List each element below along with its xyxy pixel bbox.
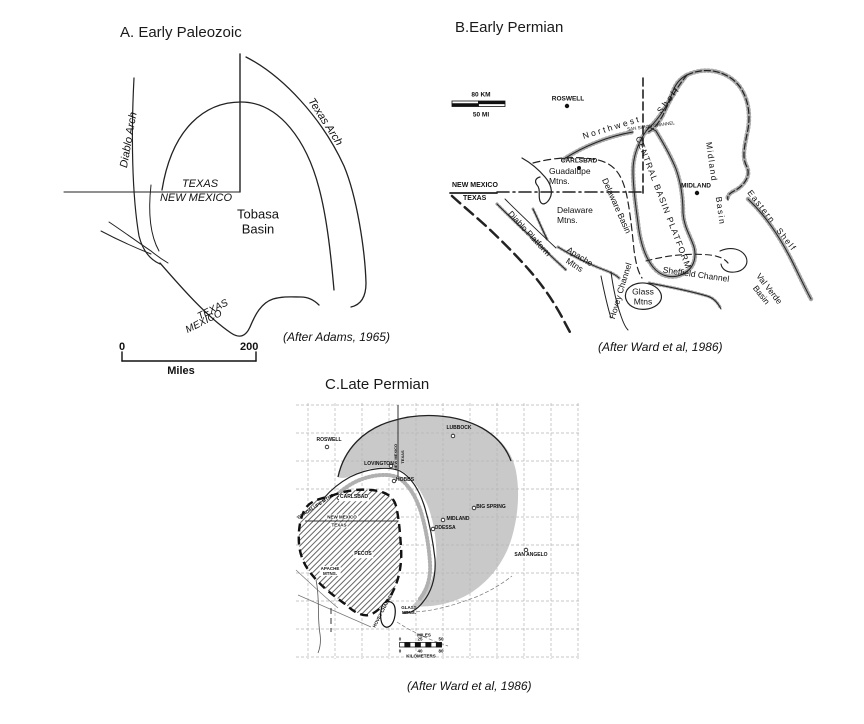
city-hobbs-c: HOBBS: [395, 477, 415, 484]
panel-b-title: B.Early Permian: [455, 19, 564, 36]
label-new-mexico-v-c: NEW MEXICO: [392, 443, 398, 471]
panel-b-scalebar: [451, 100, 506, 107]
label-apache-mtns-c: APACHE MTNS.: [319, 565, 341, 577]
city-big-spring-c: BIG SPRING: [476, 504, 506, 511]
panel-a-title: A. Early Paleozoic: [120, 24, 242, 41]
label-new-mexico-b: NEW MEXICO: [452, 182, 498, 189]
panel-c-scalebar: [399, 642, 442, 648]
scale-a-right: 200: [240, 341, 259, 353]
carlsbad-dot-b: [577, 166, 581, 170]
label-state-new-mexico-a: NEW MEXICO: [159, 191, 233, 204]
scale-b-mi: 50 MI: [472, 111, 490, 119]
scale-c-miles-0: 0: [398, 636, 402, 642]
scale-c-km-label: KILOMETERS: [406, 653, 436, 659]
scale-a-left: 0: [119, 341, 126, 353]
late-permian-basin-fill: [338, 415, 519, 607]
scale-c-km-0: 0: [398, 648, 402, 654]
label-glass-mtns-b: Glass Mtns: [632, 286, 654, 306]
city-midland-c: MIDLAND: [446, 516, 470, 523]
city-odessa-c: ODESSA: [434, 525, 456, 532]
roswell-dot-b: [564, 103, 570, 109]
city-roswell-b: ROSWELL: [551, 95, 585, 103]
panel-c-linework: [295, 403, 581, 659]
label-delaware-mtns: Delaware Mtns.: [557, 205, 593, 225]
scale-c-miles-25: 25: [417, 636, 423, 642]
scale-a-unit: Miles: [167, 364, 195, 377]
label-tobasa-basin: Tobasa Basin: [237, 206, 279, 236]
panel-c-citation: (After Ward et al, 1986): [407, 679, 532, 693]
city-pecos-c: PECOS: [353, 551, 373, 558]
city-carlsbad-b: CARLSBAD: [560, 157, 598, 165]
label-texas-h-c: TEXAS: [330, 522, 348, 528]
city-midland-b: MIDLAND: [681, 182, 711, 190]
panel-a-linework: [63, 53, 367, 362]
city-lubbock-c: LUBBOCK: [446, 425, 472, 432]
scale-c-km-40: 40: [417, 648, 423, 654]
scale-c-km-80: 80: [438, 648, 444, 654]
city-san-angelo-c: SAN ANGELO: [514, 552, 548, 559]
panel-a-scalebar: [121, 351, 257, 362]
panel-c-title: C.Late Permian: [325, 376, 430, 393]
label-glass-mtns-c: GLASS MTNS.: [401, 604, 417, 615]
midland-dot-b: [694, 190, 700, 196]
scale-c-miles-50: 50: [438, 636, 444, 642]
panel-a-citation: (After Adams, 1965): [283, 330, 390, 344]
label-state-texas-a: TEXAS: [181, 177, 219, 190]
city-carlsbad-c: CARLSBAD: [338, 494, 370, 501]
city-lovington-c: LOVINGTON: [364, 461, 394, 468]
label-guadalupe-mtns-b: Guadalupe Mtns.: [549, 166, 591, 186]
label-new-mexico-h-c: NEW MEXICO: [326, 514, 358, 520]
city-roswell-c: ROSWELL: [316, 437, 342, 444]
scale-b-km: 80 KM: [471, 91, 491, 99]
scale-c-miles-label: MILES: [417, 632, 431, 638]
label-texas-v-c: TEXAS: [399, 450, 405, 464]
panel-b-linework: [449, 70, 812, 338]
panel-b-citation: (After Ward et al, 1986): [598, 340, 723, 354]
label-texas-b: TEXAS: [463, 195, 487, 202]
